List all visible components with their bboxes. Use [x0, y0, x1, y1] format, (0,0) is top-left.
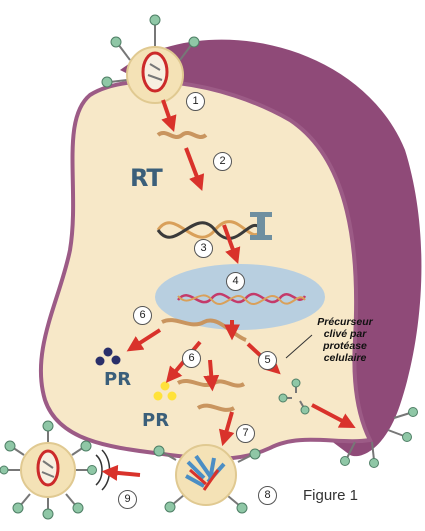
entering-virion: [101, 14, 200, 104]
step-9: 9: [118, 490, 137, 509]
protease-label-2: PR: [142, 410, 170, 431]
note-line-1: Précurseur: [317, 316, 373, 328]
mature-virion: [0, 420, 111, 520]
host-dna-icon: [177, 294, 306, 306]
protease-label: PR: [104, 369, 132, 390]
integrase-icon: [250, 212, 272, 240]
reverse-transcriptase-label: RT: [130, 164, 163, 192]
step-4: 4: [226, 272, 245, 291]
viral-rna: [156, 131, 208, 139]
step-3: 3: [194, 239, 213, 258]
step-8: 8: [258, 486, 277, 505]
mrna-strand-3: [196, 403, 236, 412]
step-6b: 6: [182, 349, 201, 368]
process-arrows: [101, 99, 356, 481]
step-6a: 6: [133, 306, 152, 325]
step-7: 7: [236, 424, 255, 443]
integrated-dna-icon: [177, 292, 307, 304]
cdna-helix: [156, 220, 262, 240]
cell-back-face: [120, 39, 422, 457]
figure-caption: Figure 1: [303, 487, 359, 504]
note-line-3: protéase: [323, 340, 367, 352]
envelope-glycoproteins: [278, 378, 310, 415]
note-line-2: clivé par: [323, 328, 367, 340]
viral-proteins-blue: [95, 347, 121, 366]
viral-proteins-yellow: [153, 381, 177, 401]
leader-line: [285, 334, 313, 359]
note-line-4: celulaire: [323, 352, 367, 364]
budding-virion: [153, 444, 261, 514]
step-5: 5: [258, 351, 277, 370]
membrane-spikes: [340, 407, 418, 468]
precursor-note: Précurseur clivé par protéase celulaire: [302, 316, 388, 364]
step-1: 1: [186, 92, 205, 111]
step-2: 2: [213, 152, 232, 171]
